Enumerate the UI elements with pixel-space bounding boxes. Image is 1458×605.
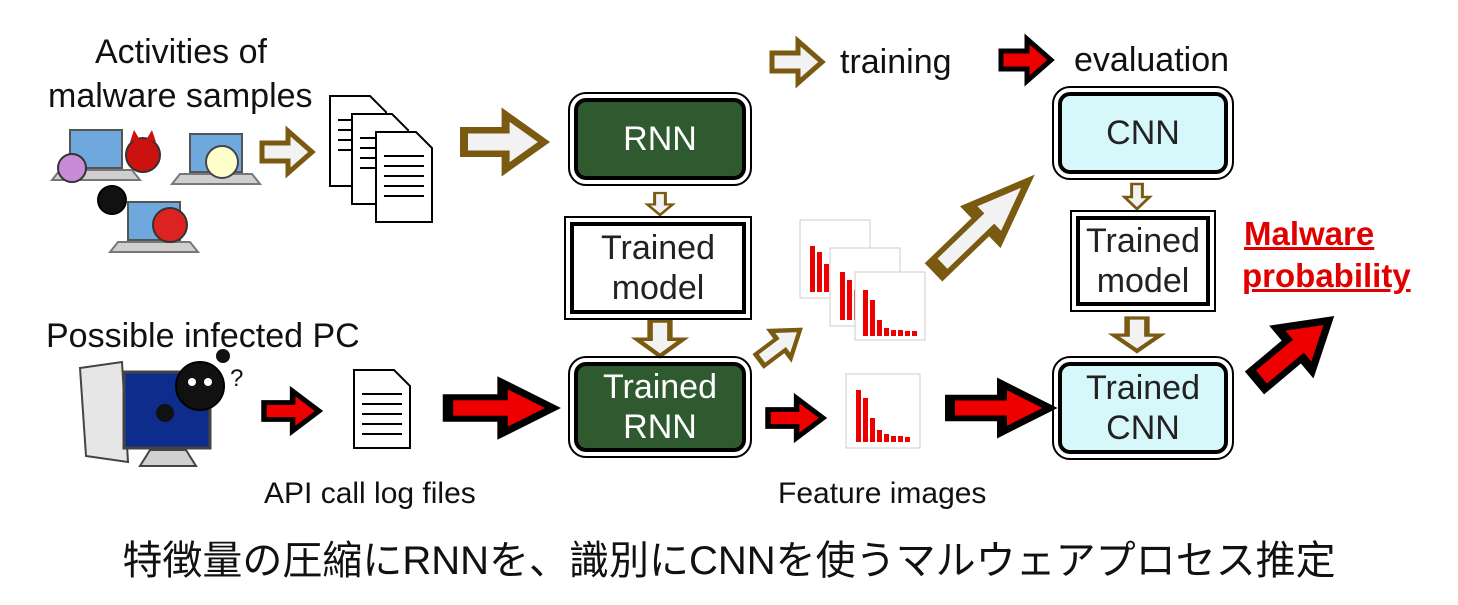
question-mark: ?: [230, 365, 243, 392]
legend-evaluation-label: evaluation: [1074, 41, 1230, 79]
arrow-feature-to-trained-cnn: [950, 384, 1050, 432]
cnn-trained-model-line2: model: [1096, 262, 1190, 300]
rnn-box: RNN: [568, 92, 752, 186]
trained-rnn-line1: Trained: [602, 368, 718, 406]
cnn-trained-model-line1: Trained: [1085, 222, 1201, 260]
malware-probability-line1: Malware: [1244, 215, 1375, 252]
arrow-rnn-to-model: [645, 191, 675, 217]
arrow-log-to-trained-rnn: [448, 383, 553, 433]
arrow-logs-to-rnn: [464, 115, 544, 170]
log-files-stack-icon: [329, 95, 433, 223]
cnn-box: CNN: [1052, 86, 1234, 180]
arrow-model-to-trained-cnn: [1114, 318, 1160, 351]
arrow-cnn-to-model: [1122, 182, 1152, 211]
trained-cnn-line2: CNN: [1106, 409, 1180, 447]
rnn-trained-model-line1: Trained: [600, 229, 716, 267]
trained-rnn-box: Trained RNN: [568, 356, 752, 458]
malware-probability-line2: probability: [1242, 257, 1411, 294]
feature-images-training: [799, 219, 926, 341]
cnn-trained-model-box: Trained model: [1070, 210, 1216, 312]
arrow-trained-cnn-to-output: [1240, 300, 1346, 401]
rnn-trained-model-box: Trained model: [564, 216, 752, 320]
figure-caption: 特徴量の圧縮にRNNを、識別にCNNを使うマルウェアプロセス推定: [122, 539, 1336, 583]
malware-laptops-icon: [49, 129, 263, 253]
legend-training-label: training: [840, 43, 952, 81]
api-call-logs-label: API call log files: [264, 477, 476, 510]
feature-images-label: Feature images: [778, 477, 987, 510]
arrow-rnn-to-features: [750, 316, 810, 373]
activities-label-line1: Activities of: [95, 33, 267, 71]
arrow-trained-rnn-to-feature: [768, 398, 823, 438]
legend-training-arrow: [772, 41, 822, 83]
legend-evaluation-arrow: [1001, 39, 1051, 81]
arrow-model-to-trained-rnn: [637, 321, 683, 356]
arrow-features-to-cnn: [922, 165, 1044, 285]
possible-infected-label: Possible infected PC: [46, 317, 360, 355]
arrow-samples-to-logs: [262, 131, 312, 173]
trained-cnn-line1: Trained: [1085, 369, 1201, 407]
feature-image-evaluation: [845, 373, 921, 449]
trained-cnn-box: Trained CNN: [1052, 356, 1234, 460]
cnn-label: CNN: [1106, 114, 1180, 152]
rnn-label: RNN: [623, 120, 697, 158]
infected-pc-icon: [78, 349, 230, 467]
activities-label-line2: malware samples: [48, 77, 313, 115]
trained-rnn-line2: RNN: [623, 408, 697, 446]
arrow-pc-to-log: [264, 391, 319, 431]
api-log-file-icon: [353, 369, 411, 449]
rnn-trained-model-line2: model: [611, 269, 705, 307]
